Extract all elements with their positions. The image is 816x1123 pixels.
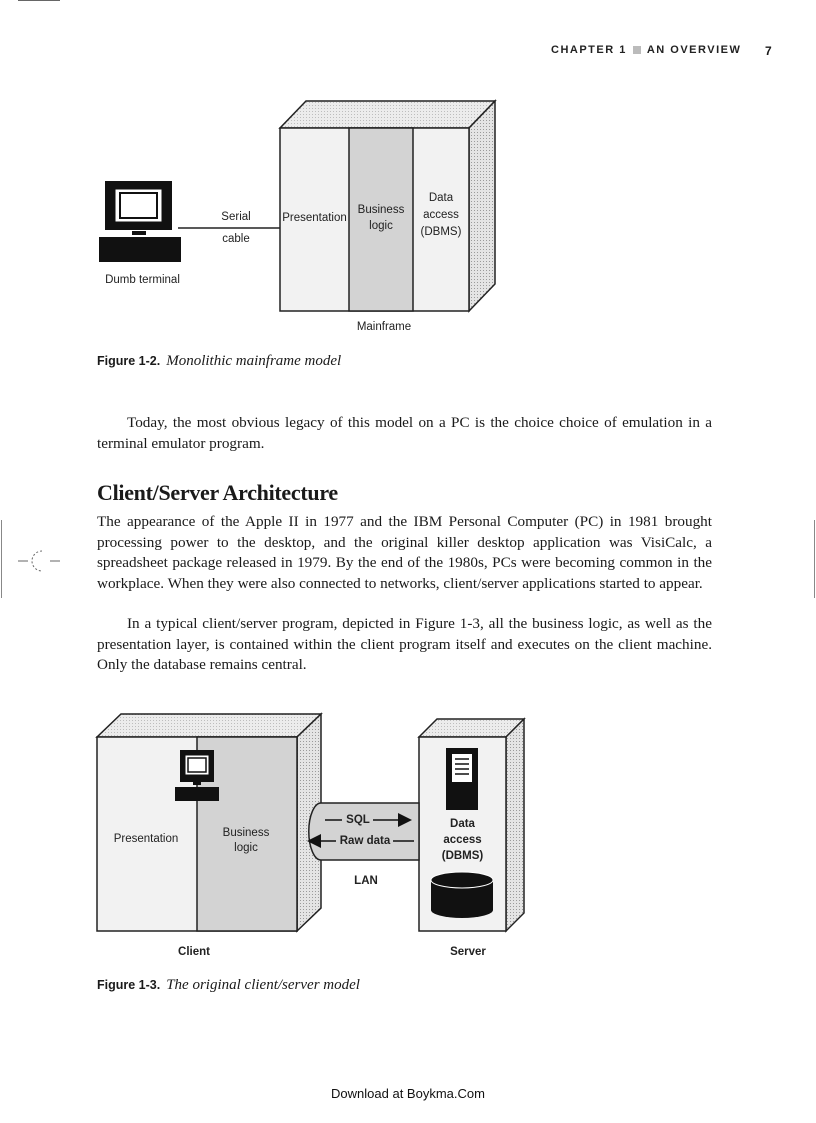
- crop-mark-left: [1, 520, 2, 598]
- logic-label: logic: [369, 220, 393, 232]
- server-side-face: [505, 717, 525, 933]
- mainframe-top-face: [278, 100, 497, 129]
- crop-mark-right: [814, 520, 815, 598]
- section-heading: Client/Server Architecture: [97, 480, 338, 505]
- business-label: Business: [357, 204, 405, 216]
- lan-pipe: [308, 802, 420, 861]
- client-logic-label: logic: [234, 842, 258, 854]
- footer-download-link[interactable]: Download at Boykma.Com: [331, 1086, 485, 1101]
- caption-title: The original client/server model: [166, 977, 360, 993]
- mainframe-side-face: [468, 99, 496, 313]
- database-icon: [431, 880, 493, 918]
- section-label: AN OVERVIEW: [646, 44, 742, 56]
- client-top-face: [95, 713, 323, 738]
- business-logic-panel: [348, 127, 414, 312]
- server-dbms-label: (DBMS): [441, 850, 484, 862]
- caption-title: Monolithic mainframe model: [166, 353, 342, 369]
- page-number: 7: [765, 44, 772, 58]
- chapter-label: CHAPTER 1: [551, 44, 627, 56]
- caption-number: Figure 1-3.: [97, 978, 161, 992]
- figure-1-2-caption: Figure 1-2. Monolithic mainframe model: [97, 353, 341, 370]
- terminal-screen: [114, 188, 163, 223]
- pc-keyboard-icon: [175, 787, 219, 801]
- mainframe-label: Mainframe: [356, 321, 412, 333]
- sql-label: SQL: [346, 814, 370, 826]
- lan-label: LAN: [354, 875, 378, 887]
- figure-1-3-caption: Figure 1-3. The original client/server mo…: [97, 977, 360, 994]
- sql-arrow-head-icon: [398, 813, 412, 827]
- server-label: Server: [450, 946, 486, 958]
- terminal-keyboard-icon: [99, 237, 181, 262]
- client-business-label: Business: [222, 827, 270, 839]
- figure-1-2-graphic: [99, 99, 497, 313]
- access-label: access: [423, 209, 459, 221]
- data-label: Data: [428, 192, 454, 204]
- raw-data-arrow-head-icon: [307, 834, 321, 848]
- server-data-label: Data: [450, 818, 475, 830]
- dumb-terminal-label: Dumb terminal: [105, 274, 180, 286]
- square-bullet-icon: [632, 46, 641, 55]
- server-access-label: access: [443, 834, 482, 846]
- presentation-label: Presentation: [282, 212, 347, 224]
- caption-number: Figure 1-2.: [97, 354, 161, 368]
- client-presentation-label: Presentation: [113, 833, 179, 845]
- top-rule: [18, 0, 60, 1]
- running-header: CHAPTER 1 AN OVERVIEW: [551, 44, 741, 56]
- registration-mark-icon: [18, 550, 60, 572]
- paragraph-history: The appearance of the Apple II in 1977 a…: [97, 513, 712, 592]
- figure-1-3-graphic: [95, 712, 526, 933]
- serial-label: Serial: [221, 211, 251, 223]
- paragraph-legacy: Today, the most obvious legacy of this m…: [97, 414, 712, 452]
- cable-label: cable: [222, 233, 250, 245]
- raw-data-label: Raw data: [339, 835, 391, 847]
- dbms-label: (DBMS): [420, 226, 462, 238]
- paragraph-client-server: In a typical client/server program, depi…: [97, 615, 712, 673]
- client-label: Client: [178, 946, 210, 958]
